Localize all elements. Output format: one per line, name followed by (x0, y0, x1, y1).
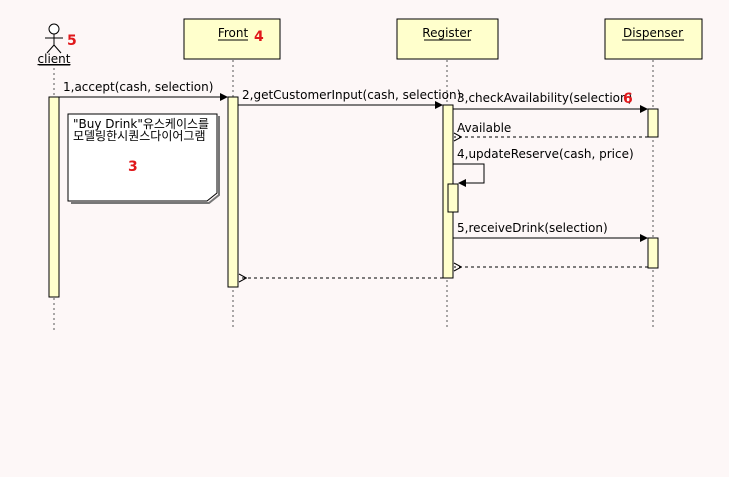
message-2-label: 2,getCustomerInput(cash, selection) (242, 88, 461, 102)
front-box[interactable]: Front (183, 18, 281, 60)
message-1-label: 1,accept(cash, selection) (63, 80, 213, 94)
front-marker: 4 (254, 29, 264, 45)
return-available-label: Available (457, 121, 511, 135)
actor-head-icon (48, 23, 60, 35)
note-marker: 3 (128, 159, 138, 175)
register-box[interactable]: Register (396, 18, 499, 60)
dispenser-activation-1[interactable] (647, 108, 659, 138)
register-nested-activation[interactable] (447, 183, 459, 213)
message-4-label: 4,updateReserve(cash, price) (457, 147, 634, 161)
front-activation[interactable] (227, 96, 239, 288)
dispenser-box[interactable]: Dispenser (604, 18, 703, 60)
message-3-label: 3,checkAvailability(selection) (457, 91, 632, 105)
message-marker: 6 (623, 91, 633, 107)
message-4-self-arrow[interactable] (453, 163, 485, 187)
dispenser-activation-2[interactable] (647, 237, 659, 269)
dispenser-label: Dispenser (623, 26, 683, 40)
client-label: client (38, 52, 71, 66)
note-box[interactable] (67, 113, 220, 204)
message-5-label: 5,receiveDrink(selection) (457, 221, 608, 235)
register-label: Register (422, 26, 471, 40)
client-activation[interactable] (48, 96, 60, 298)
client-marker: 5 (67, 33, 77, 49)
front-label: Front (218, 26, 249, 40)
client-actor[interactable] (45, 23, 63, 54)
note-text: "Buy Drink"유스케이스를 모델링한시퀀스다이어그램 (73, 117, 210, 143)
